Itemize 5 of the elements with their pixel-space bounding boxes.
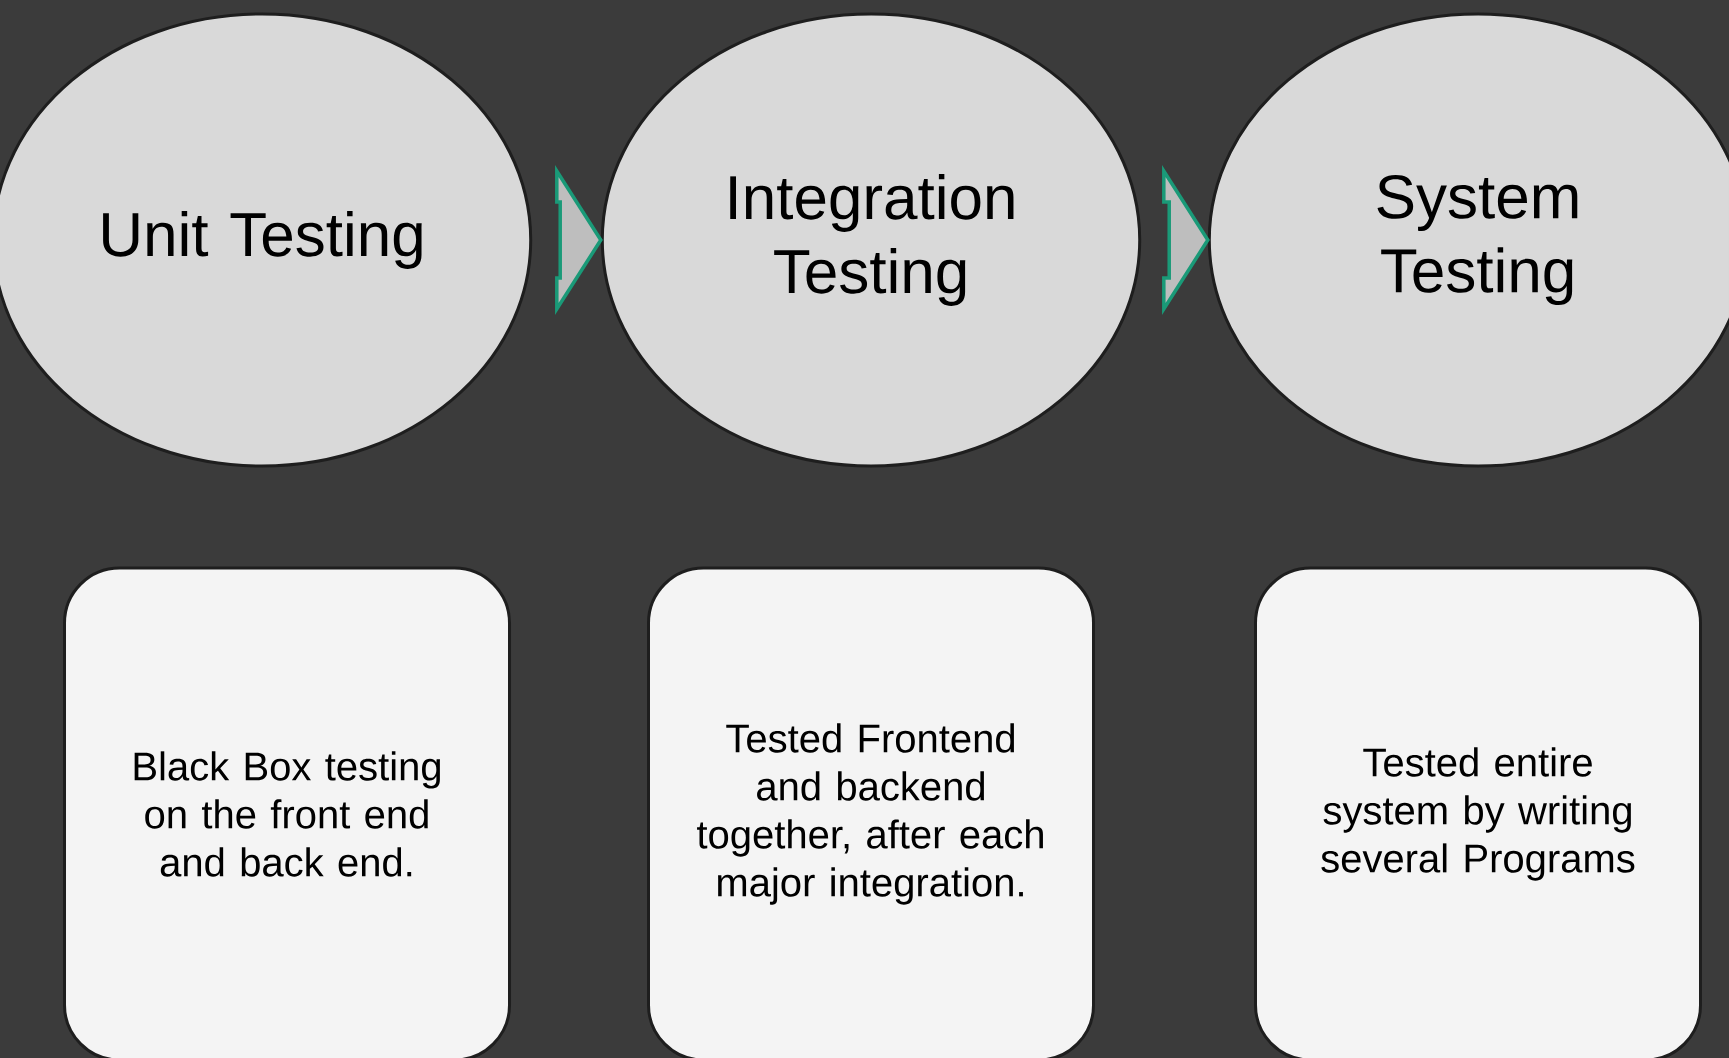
description-box: Black Box testing on the front end and back end.	[63, 566, 511, 1058]
block-arrow	[555, 165, 603, 315]
block-arrow	[1162, 165, 1210, 315]
description-box: Tested entire system by writing several Programs	[1254, 566, 1702, 1058]
description-box: Tested Frontend and backend together, after each major integration.	[647, 566, 1095, 1058]
